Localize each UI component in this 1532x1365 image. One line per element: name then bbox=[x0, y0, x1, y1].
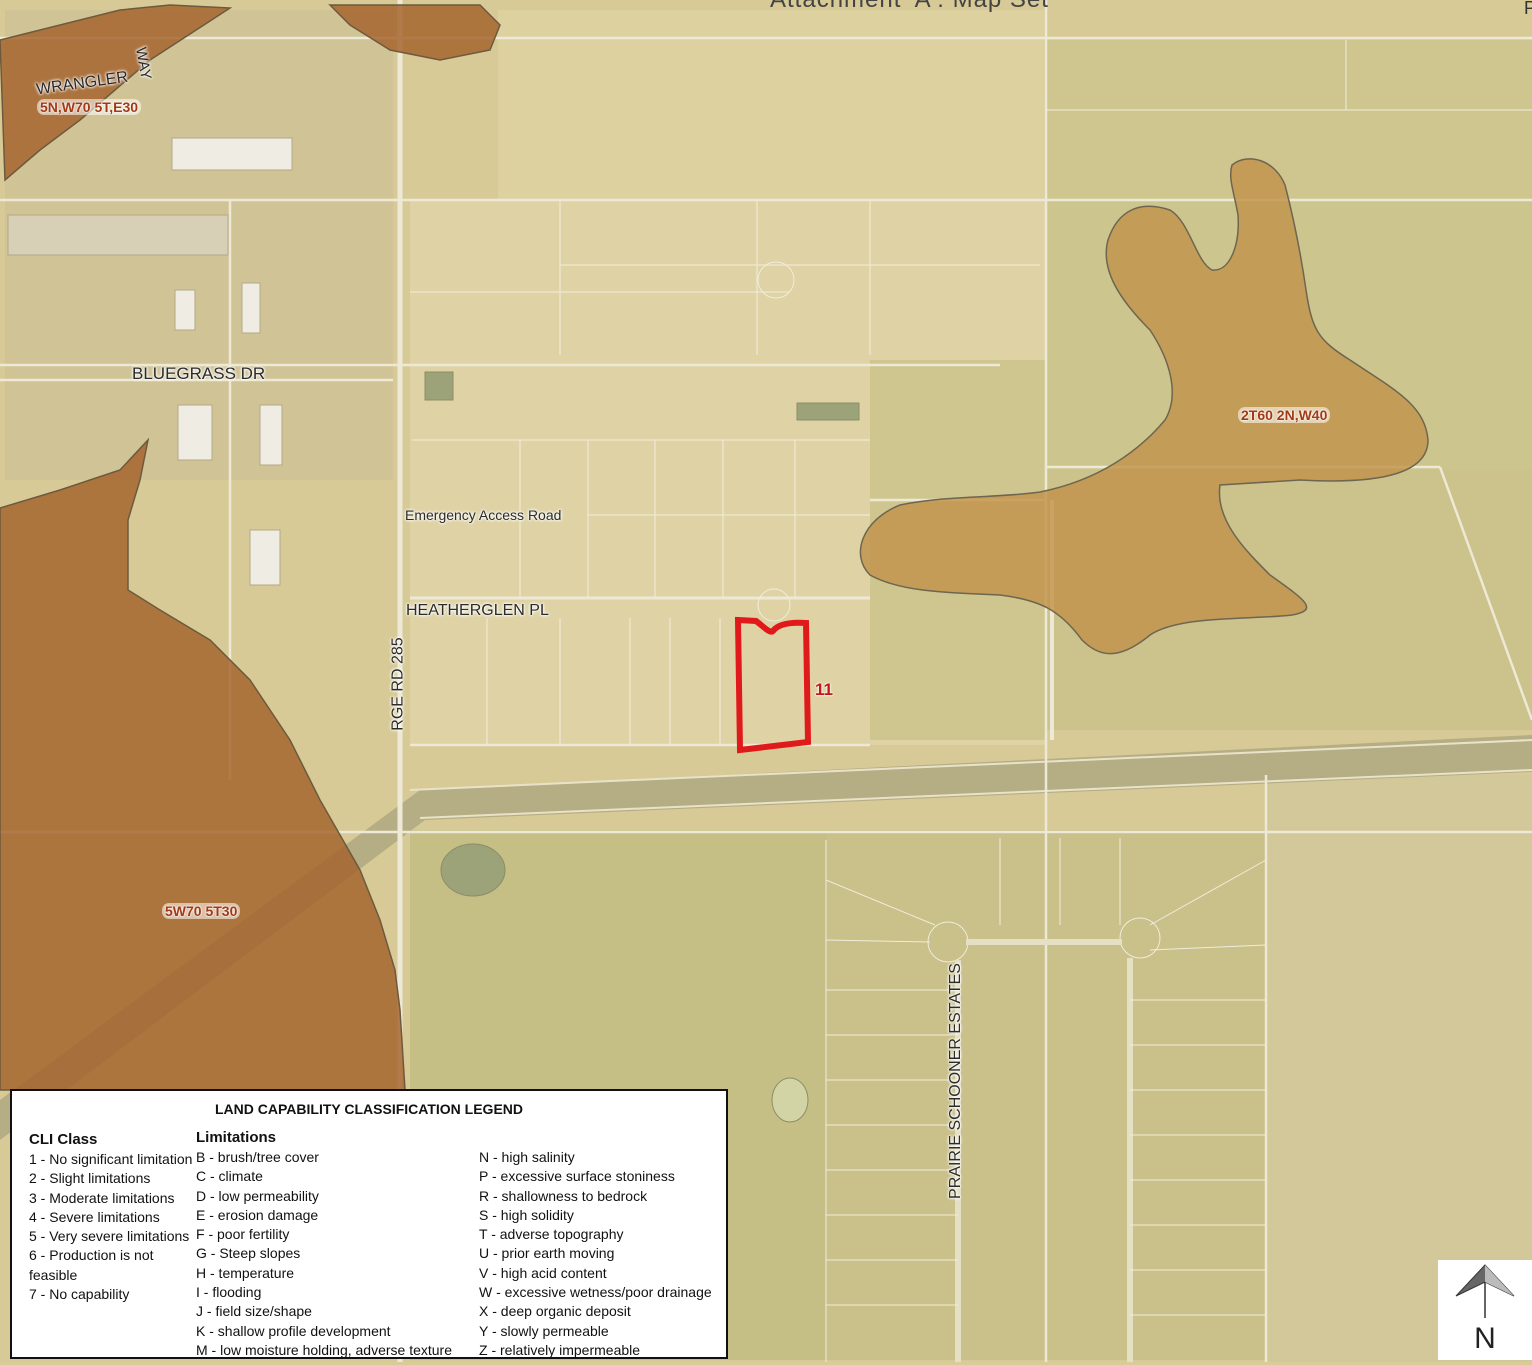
legend-box: LAND CAPABILITY CLASSIFICATION LEGEND CL… bbox=[10, 1089, 728, 1359]
legend-limit-item: D - low permeability bbox=[196, 1187, 319, 1204]
zone-label-sw: 5W70 5T30 bbox=[162, 903, 241, 919]
zone-polygon-sw bbox=[0, 437, 406, 1091]
legend-limit-item: X - deep organic deposit bbox=[479, 1303, 631, 1320]
map-header-title: Attachment 'A': Map Set bbox=[770, 0, 1049, 14]
road-label-prairie-schooner: PRAIRIE SCHOONER ESTATES bbox=[946, 963, 964, 1199]
ponds bbox=[424, 371, 860, 1123]
legend-limit-item: Z - relatively impermeable bbox=[479, 1341, 641, 1358]
legend-title: LAND CAPABILITY CLASSIFICATION LEGEND bbox=[215, 1101, 523, 1117]
legend-limit-item: T - adverse topography bbox=[479, 1226, 624, 1243]
legend-cli-item: 1 - No significant limitation bbox=[29, 1151, 193, 1167]
zone-label-nw: 5N,W70 5T,E30 bbox=[37, 99, 142, 115]
site-label: 11 bbox=[815, 680, 833, 699]
highway bbox=[0, 735, 1532, 1140]
legend-limit-item: C - climate bbox=[196, 1168, 263, 1185]
zone-polygon-ne bbox=[859, 158, 1429, 655]
legend-limit-item: M - low moisture holding, adverse textur… bbox=[196, 1341, 452, 1358]
buildings bbox=[7, 137, 293, 586]
legend-limit-item: W - excessive wetness/poor drainage bbox=[479, 1284, 712, 1301]
legend-cli-item: 4 - Severe limitations bbox=[29, 1208, 160, 1225]
legend-limit-item: S - high solidity bbox=[479, 1206, 574, 1223]
road-label-rge-rd-285: RGE RD 285 bbox=[389, 637, 407, 731]
legend-cli-item: 6 - Production is not feasible bbox=[29, 1247, 154, 1283]
legend-limit-item: G - Steep slopes bbox=[196, 1245, 301, 1262]
legend-limit-item: F - poor fertility bbox=[196, 1226, 290, 1243]
field-northeast bbox=[1046, 40, 1532, 200]
road-label-bluegrass-dr: BLUEGRASS DR bbox=[132, 364, 266, 383]
legend-limit-item: R - shallowness to bedrock bbox=[479, 1187, 648, 1204]
field-north bbox=[498, 10, 1044, 200]
legend-cli-item: 2 - Slight limitations bbox=[29, 1170, 151, 1187]
legend-limitations-heading: Limitations bbox=[196, 1129, 277, 1146]
road-label-emergency-access: Emergency Access Road bbox=[405, 507, 562, 523]
zone-label-ne: 2T60 2N,W40 bbox=[1238, 407, 1331, 423]
legend-limit-item: E - erosion damage bbox=[196, 1206, 319, 1223]
north-arrow: N bbox=[1438, 1260, 1532, 1360]
legend-limit-item: P - excessive surface stoniness bbox=[479, 1168, 675, 1185]
legend-limit-item: J - field size/shape bbox=[196, 1303, 312, 1320]
legend-limit-item: N - high salinity bbox=[479, 1149, 575, 1165]
legend-limit-item: I - flooding bbox=[196, 1284, 262, 1301]
cli-class5-areas bbox=[0, 4, 501, 1091]
zone-polygon-nw bbox=[0, 4, 233, 182]
legend-limit-item: K - shallow profile development bbox=[196, 1322, 391, 1339]
legend-cli-item: 3 - Moderate limitations bbox=[29, 1189, 175, 1206]
legend-cli-list: 1 - No significant limitation 2 - Slight… bbox=[29, 1150, 199, 1304]
page-mark: P bbox=[1524, 0, 1532, 18]
parcel-lines bbox=[410, 40, 1532, 1362]
legend-cli-heading: CLI Class bbox=[29, 1131, 98, 1148]
legend-limit-item: Y - slowly permeable bbox=[479, 1322, 609, 1339]
road-label-heatherglen-pl: HEATHERGLEN PL bbox=[406, 602, 549, 619]
legend-limit-item: B - brush/tree cover bbox=[196, 1149, 319, 1165]
highway-edge-2 bbox=[419, 769, 1532, 819]
legend-limitations-right: N - high salinity P - excessive surface … bbox=[479, 1148, 712, 1360]
legend-limit-item: V - high acid content bbox=[479, 1264, 607, 1281]
legend-limit-item: H - temperature bbox=[196, 1264, 295, 1281]
legend-limit-item: U - prior earth moving bbox=[479, 1245, 615, 1262]
legend-limitations-left: B - brush/tree cover C - climate D - low… bbox=[196, 1148, 452, 1360]
legend-cli-item: 7 - No capability bbox=[29, 1286, 130, 1303]
north-arrow-letter: N bbox=[1474, 1322, 1496, 1355]
north-arrow-icon: N bbox=[1455, 1264, 1515, 1355]
legend-cli-item: 5 - Very severe limitations bbox=[29, 1228, 190, 1245]
subject-site-outline[interactable] bbox=[734, 616, 812, 754]
highway-edge bbox=[409, 739, 1532, 791]
zone-polygon-top bbox=[328, 4, 501, 61]
